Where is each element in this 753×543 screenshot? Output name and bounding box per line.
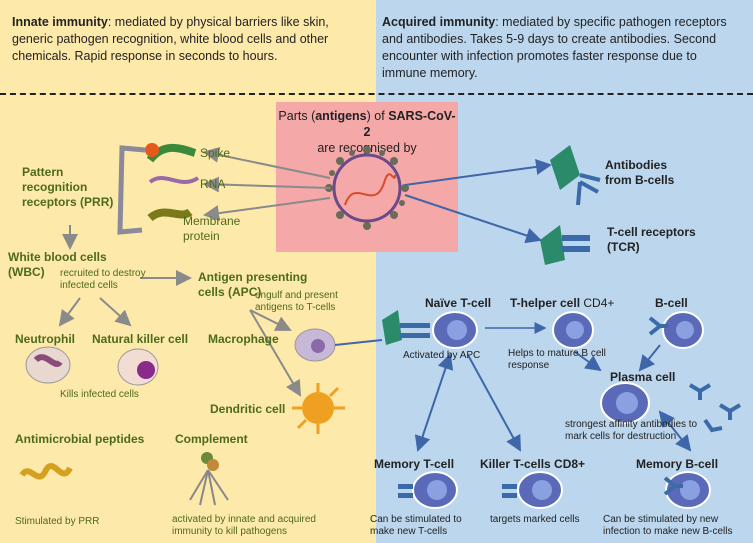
rna-label: RNA <box>200 177 226 191</box>
plasma-note: strongest affinity antibodies to mark ce… <box>565 419 698 442</box>
thelper-cd-label: CD4+ <box>583 296 615 310</box>
memory-tcell-note: Can be stimulated to make new T-cells <box>370 514 462 537</box>
memory-bcell-note: Can be stimulated by new infection to ma… <box>603 514 733 537</box>
dendritic-label: Dendritic cell <box>210 402 286 416</box>
thelper-note: Helps to mature B cell response <box>508 348 606 371</box>
bcell-label: B-cell <box>655 296 688 310</box>
amp-note: Stimulated by PRR <box>15 516 100 527</box>
antibody-icon <box>550 145 601 206</box>
killer-note: targets marked cells <box>490 514 580 525</box>
caption-virus: SARS-CoV-2 <box>363 109 456 139</box>
peptide-icon <box>19 463 73 480</box>
dendritic-cell-icon <box>302 392 334 424</box>
naive-tcr-icon <box>382 310 430 345</box>
wbc-note: recruited to destroy infected cells <box>60 268 146 291</box>
acquired-description: Acquired immunity: mediated by specific … <box>382 14 742 82</box>
thelper-label: T-helper cell <box>510 296 581 310</box>
memory-bcell-label: Memory B-cell <box>636 457 719 471</box>
innate-description: Innate immunity: mediated by physical ba… <box>12 14 362 65</box>
apc-note: engulf and present antigens to T-cells <box>255 290 338 313</box>
innate-title: Innate immunity <box>12 15 108 29</box>
plasma-label: Plasma cell <box>610 370 676 384</box>
tcr-label: T-cell receptors (TCR) <box>607 225 696 254</box>
apc-label: Antigen presenting cells (APC) <box>198 270 308 299</box>
tcr-icon <box>540 225 590 265</box>
innate-text: : mediated by physical barriers like ski… <box>12 15 329 63</box>
prr-label: Pattern recognition receptors (PRR) <box>22 165 114 209</box>
section-divider <box>0 93 753 95</box>
membrane-label: Membrane protein <box>183 214 241 243</box>
kills-note: Kills infected cells <box>60 389 139 400</box>
macrophage-label: Macrophage <box>208 332 279 346</box>
sars-cov-2-icon <box>325 146 409 230</box>
amp-label: Antimicrobial peptides <box>15 432 145 446</box>
naive-label: Naïve T-cell <box>425 296 492 310</box>
neutrophil-icon <box>25 346 71 384</box>
complement-note: activated by innate and acquired immunit… <box>172 514 316 537</box>
nk-label: Natural killer cell <box>92 332 189 346</box>
caption-part: ) of <box>366 109 389 123</box>
complement-icon <box>189 452 229 506</box>
acquired-text: : mediated by specific pathogen receptor… <box>382 15 727 80</box>
naive-note: Activated by APC <box>403 350 481 361</box>
thelper-heading: T-helper cell CD4+ <box>510 296 614 311</box>
killer-label: Killer T-cells CD8+ <box>480 457 586 471</box>
spike-label: Spike <box>200 146 231 160</box>
neutrophil-label: Neutrophil <box>15 332 75 346</box>
caption-part: Parts ( <box>278 109 316 123</box>
acquired-title: Acquired immunity <box>382 15 496 29</box>
acquired-panel <box>376 0 753 543</box>
wbc-label: White blood cells (WBC) <box>8 250 107 279</box>
complement-label: Complement <box>175 432 248 446</box>
antibodies-label: Antibodies from B-cells <box>605 158 675 187</box>
prr-receptor-icon <box>117 143 200 235</box>
caption-antigens: antigens <box>315 109 367 123</box>
memory-tcell-label: Memory T-cell <box>374 457 455 471</box>
